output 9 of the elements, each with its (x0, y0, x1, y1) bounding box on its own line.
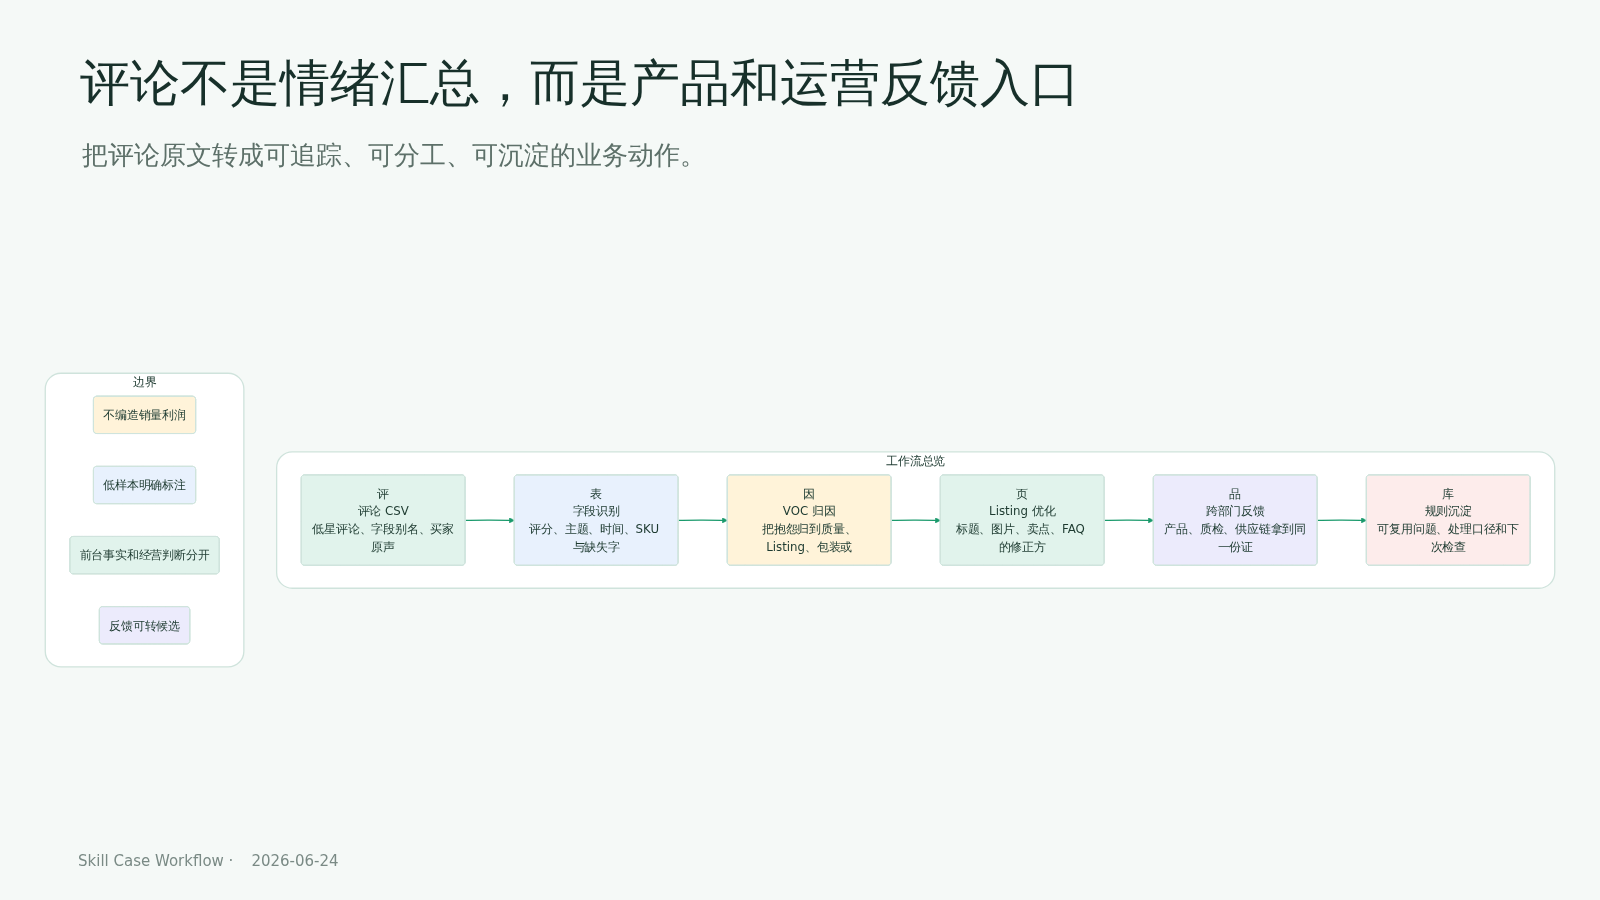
arrow (677, 517, 728, 524)
arrow (464, 517, 515, 524)
arrow (890, 517, 941, 524)
footer-text: Skill Case Workflow · (78, 852, 234, 870)
title: 评论不是情绪汇总，而是产品和运营反馈入口 (80, 53, 1080, 114)
arrow (1103, 517, 1154, 524)
arrow (1316, 517, 1367, 524)
subtitle: 把评论原文转成可追踪、可分工、可沉淀的业务动作。 (82, 139, 706, 172)
date-text: 2026-06-24 (251, 852, 339, 870)
